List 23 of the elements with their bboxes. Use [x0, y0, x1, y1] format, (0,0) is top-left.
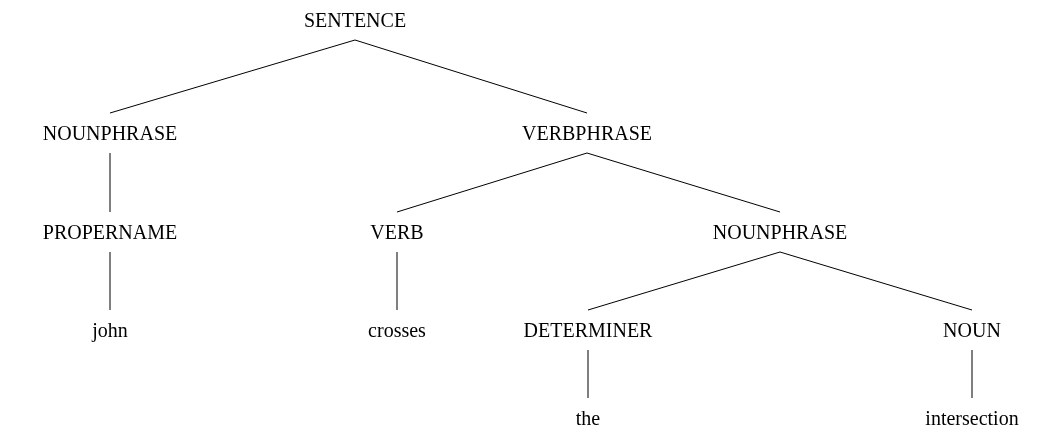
tree-node-label: DETERMINER [521, 310, 655, 350]
tree-branch-line [586, 152, 781, 213]
tree-branch-line [587, 251, 781, 311]
tree-branch-line [396, 152, 588, 213]
tree-branch-line [971, 349, 973, 399]
tree-node-label: SENTENCE [301, 0, 409, 40]
tree-branch-line [109, 39, 356, 114]
tree-node-label: NOUN [941, 310, 1003, 350]
tree-branch-line [109, 152, 111, 213]
tree-branch-line [587, 349, 589, 399]
tree-node-label: VERB [368, 212, 426, 252]
tree-node-label: VERBPHRASE [520, 113, 654, 153]
tree-node-label: NOUNPHRASE [710, 212, 850, 252]
tree-branch-line [396, 251, 398, 311]
tree-branch-line [779, 251, 973, 311]
tree-node-label: john [90, 310, 130, 350]
tree-node-label: intersection [923, 398, 1021, 430]
tree-node-label: crosses [366, 310, 428, 350]
tree-branch-line [354, 39, 588, 114]
tree-branch-line [109, 251, 111, 311]
tree-node-label: NOUNPHRASE [40, 113, 180, 153]
tree-node-label: PROPERNAME [40, 212, 180, 252]
tree-node-label: the [573, 398, 603, 430]
